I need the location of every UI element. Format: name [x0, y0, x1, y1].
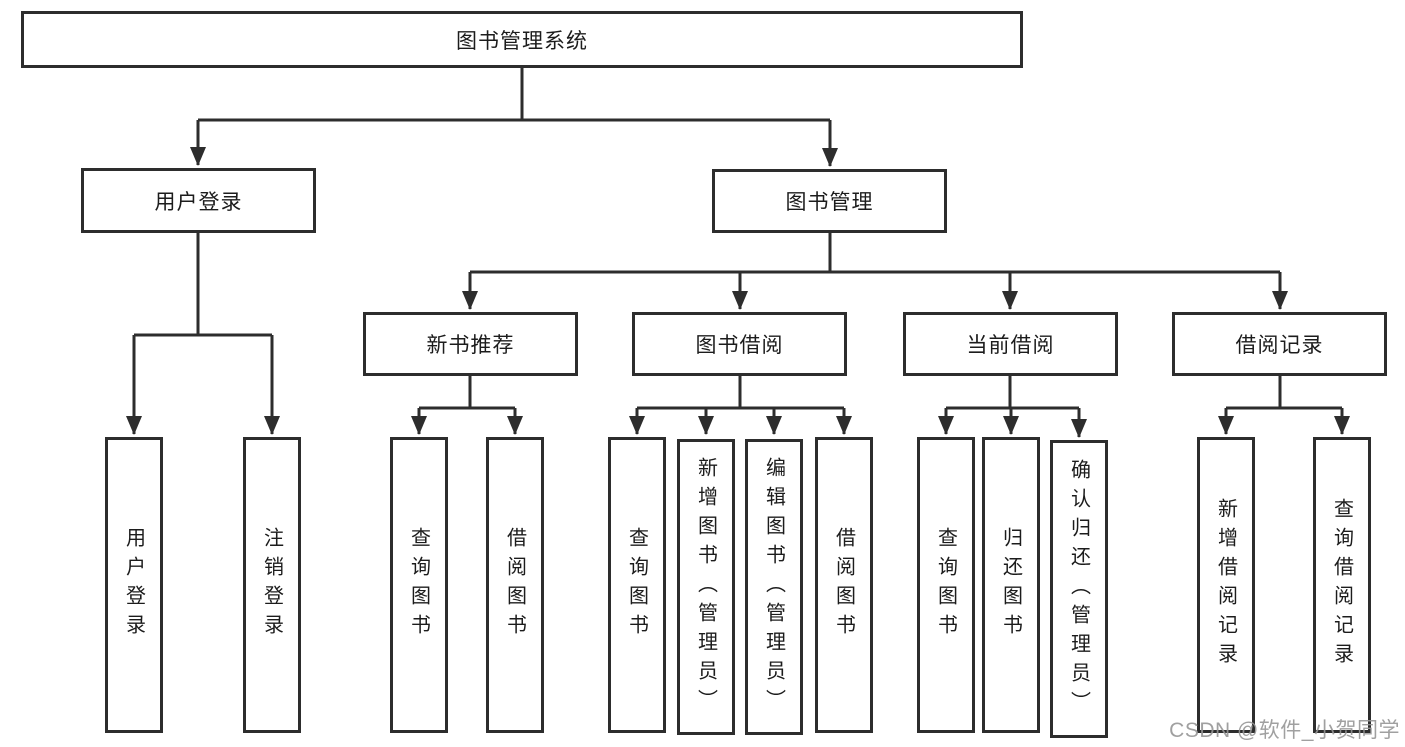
node-current-borrow-label: 当前借阅 [966, 334, 1055, 357]
leaf-currentborrow-return-book: 归还图书 [982, 437, 1040, 733]
leaf-borrowrecord-query-record: 查询借阅记录 [1313, 437, 1371, 733]
connector-recommend-trunk [419, 376, 515, 410]
leaf-recommend-borrow-book: 借阅图书 [486, 437, 544, 733]
leaf-currentborrow-confirm-return: 确认归还（管理员） [1050, 440, 1108, 738]
node-root: 图书管理系统 [21, 11, 1023, 68]
leaf-borrowrecord-query-record-label: 查询借阅记录 [1330, 498, 1353, 672]
node-book-management: 图书管理 [712, 169, 947, 233]
leaf-currentborrow-query-book: 查询图书 [917, 437, 975, 733]
leaf-user-login: 用户登录 [105, 437, 163, 733]
leaf-recommend-query-book-label: 查询图书 [407, 527, 430, 643]
node-new-book-recommend: 新书推荐 [363, 312, 578, 376]
connector-bookmgmt-trunk [470, 233, 1280, 274]
leaf-bookborrow-query-book-label: 查询图书 [625, 527, 648, 643]
leaf-bookborrow-borrow-book-label: 借阅图书 [832, 527, 855, 643]
node-borrow-record: 借阅记录 [1172, 312, 1387, 376]
leaf-bookborrow-query-book: 查询图书 [608, 437, 666, 733]
connector-bookborrow-trunk [637, 376, 844, 410]
node-book-borrow-label: 图书借阅 [695, 334, 784, 357]
leaf-borrowrecord-add-record: 新增借阅记录 [1197, 437, 1255, 733]
node-user-login: 用户登录 [81, 168, 316, 233]
node-new-book-recommend-label: 新书推荐 [426, 334, 515, 357]
node-current-borrow: 当前借阅 [903, 312, 1118, 376]
node-book-management-label: 图书管理 [785, 191, 874, 214]
connector-root-trunk [198, 68, 830, 122]
leaf-logout-label: 注销登录 [260, 527, 283, 643]
leaf-bookborrow-edit-book-label: 编辑图书（管理员） [762, 456, 785, 718]
node-borrow-record-label: 借阅记录 [1235, 334, 1324, 357]
node-user-login-label: 用户登录 [154, 190, 243, 214]
leaf-currentborrow-return-book-label: 归还图书 [999, 527, 1022, 643]
leaf-recommend-query-book: 查询图书 [390, 437, 448, 733]
leaf-currentborrow-confirm-return-label: 确认归还（管理员） [1067, 458, 1090, 720]
node-book-borrow: 图书借阅 [632, 312, 847, 376]
leaf-borrowrecord-add-record-label: 新增借阅记录 [1214, 498, 1237, 672]
leaf-bookborrow-borrow-book: 借阅图书 [815, 437, 873, 733]
leaf-user-login-label: 用户登录 [122, 527, 145, 643]
leaf-logout: 注销登录 [243, 437, 301, 733]
leaf-bookborrow-edit-book: 编辑图书（管理员） [745, 439, 803, 735]
node-root-label: 图书管理系统 [456, 29, 588, 53]
leaf-recommend-borrow-book-label: 借阅图书 [503, 527, 526, 643]
leaf-bookborrow-add-book-label: 新增图书（管理员） [694, 456, 717, 718]
csdn-watermark: CSDN @软件_小贺同学 [1169, 719, 1400, 742]
connector-borrowrecord-trunk [1226, 376, 1342, 410]
connector-userlogin-trunk [134, 233, 272, 337]
leaf-currentborrow-query-book-label: 查询图书 [934, 527, 957, 643]
leaf-bookborrow-add-book: 新增图书（管理员） [677, 439, 735, 735]
connector-currentborrow-trunk [946, 376, 1079, 410]
